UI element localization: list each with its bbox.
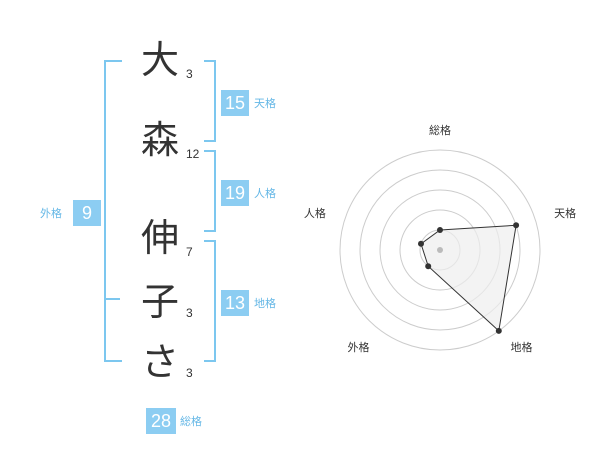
stroke-count-1: 3 bbox=[186, 67, 193, 81]
tenkaku-bracket bbox=[204, 60, 216, 142]
jinkaku-label: 人格 bbox=[254, 187, 276, 200]
tenkaku-label: 天格 bbox=[254, 97, 276, 110]
radar-grid-ring-5 bbox=[339, 149, 541, 351]
jinkaku-badge: 19 bbox=[221, 180, 249, 206]
stroke-count-3: 7 bbox=[186, 245, 193, 259]
name-char-5: さ bbox=[140, 340, 179, 384]
name-char-3: 伸 bbox=[140, 216, 179, 260]
gaikaku-label: 外格 bbox=[40, 207, 62, 220]
tenkaku-badge: 15 bbox=[221, 90, 249, 116]
radar-axis-label-4: 外格 bbox=[348, 340, 370, 354]
radar-grid-ring-4 bbox=[359, 169, 521, 331]
chikaku-bracket bbox=[204, 240, 216, 362]
radar-axis-label-3: 地格 bbox=[511, 340, 533, 354]
soukaku-badge: 28 bbox=[146, 408, 176, 434]
radar-center-dot bbox=[437, 247, 443, 253]
radar-point-4 bbox=[425, 263, 432, 270]
stroke-count-2: 12 bbox=[186, 147, 200, 161]
gaikaku-bracket-divider bbox=[104, 298, 120, 300]
name-char-4: 子 bbox=[140, 280, 179, 324]
radar-point-5 bbox=[418, 240, 424, 247]
radar-axis-label-1: 総格 bbox=[429, 123, 451, 137]
radar-axis-label-5: 人格 bbox=[304, 206, 326, 220]
stroke-count-5: 3 bbox=[186, 366, 193, 380]
soukaku-label: 総格 bbox=[180, 415, 202, 428]
name-char-1: 大 bbox=[140, 38, 179, 82]
chikaku-badge: 13 bbox=[221, 290, 249, 316]
radar-axis-label-2: 天格 bbox=[554, 206, 576, 220]
stroke-count-4: 3 bbox=[186, 306, 193, 320]
radar-point-1 bbox=[437, 227, 443, 233]
radar-point-2 bbox=[513, 222, 520, 229]
gaikaku-bracket bbox=[104, 60, 122, 362]
name-char-2: 森 bbox=[140, 118, 179, 162]
radar-data-polygon bbox=[420, 224, 517, 332]
radar-point-3 bbox=[495, 327, 502, 334]
jinkaku-bracket bbox=[204, 150, 216, 232]
chikaku-label: 地格 bbox=[254, 297, 276, 310]
gaikaku-badge: 9 bbox=[73, 200, 101, 226]
